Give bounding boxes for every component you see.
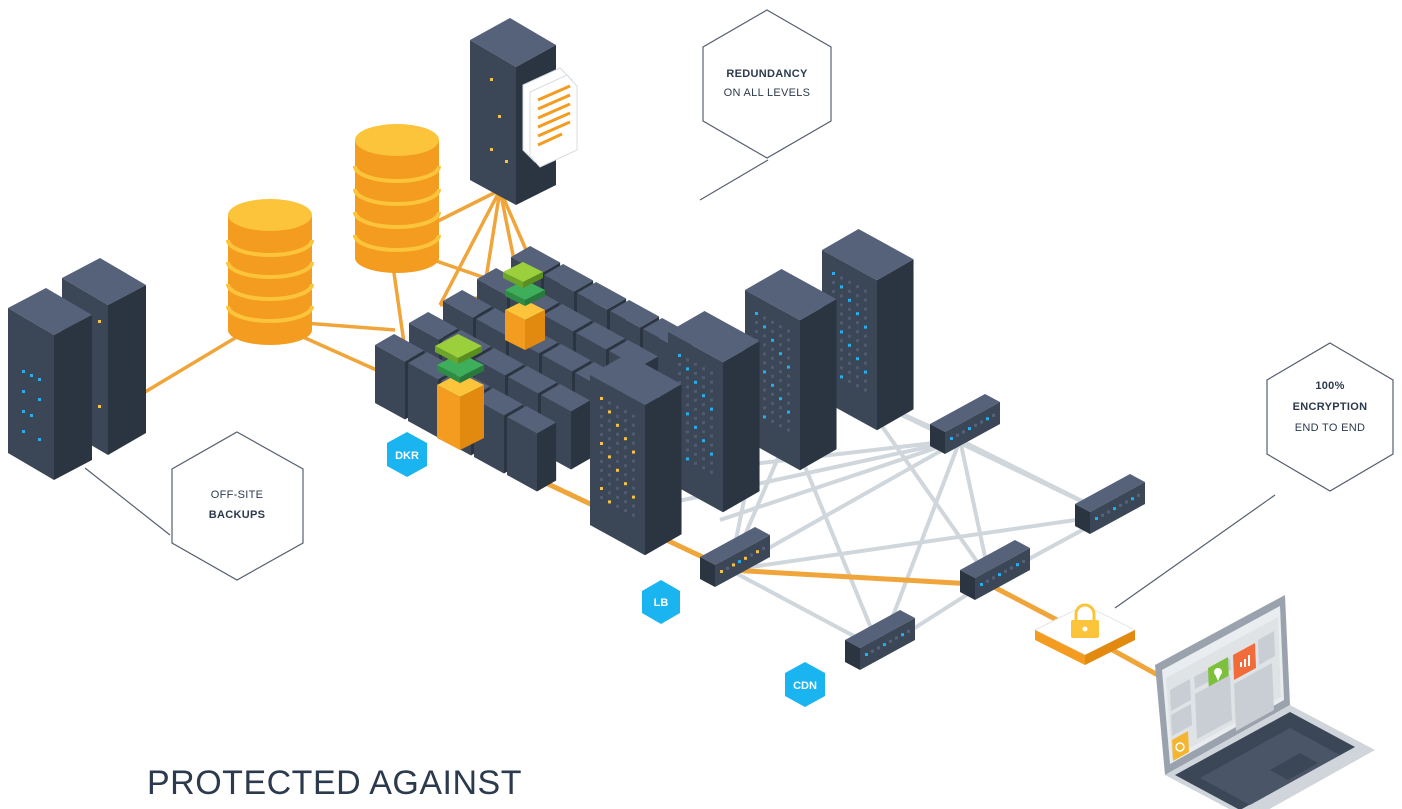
map-pin-icon [1214,668,1222,681]
padlock-icon [1071,603,1099,638]
badge-cdn-label: CDN [793,680,817,692]
badge-dkr: DKR [387,432,427,477]
network-switch [845,610,915,670]
badge-lb-label: LB [654,597,669,609]
callout-redundancy-line2: ON ALL LEVELS [724,87,811,99]
callout-leaders [84,159,1276,609]
document-icon [522,67,578,168]
server-leds [600,397,635,517]
rack-server [507,406,557,492]
database-left [226,199,314,345]
backup-server-front [8,288,92,480]
frontend-server [590,354,682,556]
network-switches [700,394,1145,670]
server-leds [678,354,713,474]
database-right [353,124,441,273]
callout-encryption-line1: 100% [1315,380,1344,392]
badge-lb: LB [642,580,680,624]
frontend-server [668,311,760,513]
badge-cdn: CDN [785,662,825,707]
callout-backups-line2: BACKUPS [209,509,266,521]
network-switch [1075,474,1145,534]
callout-encryption: 100% ENCRYPTION END TO END [1266,342,1394,492]
encryption-module [1033,603,1137,665]
badge-dkr-label: DKR [395,450,419,462]
callout-backups: OFF-SITE BACKUPS [171,431,304,581]
callout-encryption-line2: ENCRYPTION [1293,401,1368,413]
bar-chart-icon [1240,655,1250,667]
headline: PROTECTED AGAINST [147,764,522,802]
callout-redundancy: REDUNDANCY ON ALL LEVELS [702,9,832,159]
frontend-servers [590,229,914,556]
callout-encryption-line3: END TO END [1295,422,1365,434]
callout-backups-line1: OFF-SITE [211,489,264,501]
network-switch [960,540,1030,600]
container-stack-front [435,334,484,450]
container-stack-rear [503,262,545,350]
callout-redundancy-line1: REDUNDANCY [726,68,808,80]
power-icon [1175,742,1185,752]
laptop-icon [1155,595,1375,809]
network-switch [700,527,770,587]
network-switch [930,394,1000,454]
